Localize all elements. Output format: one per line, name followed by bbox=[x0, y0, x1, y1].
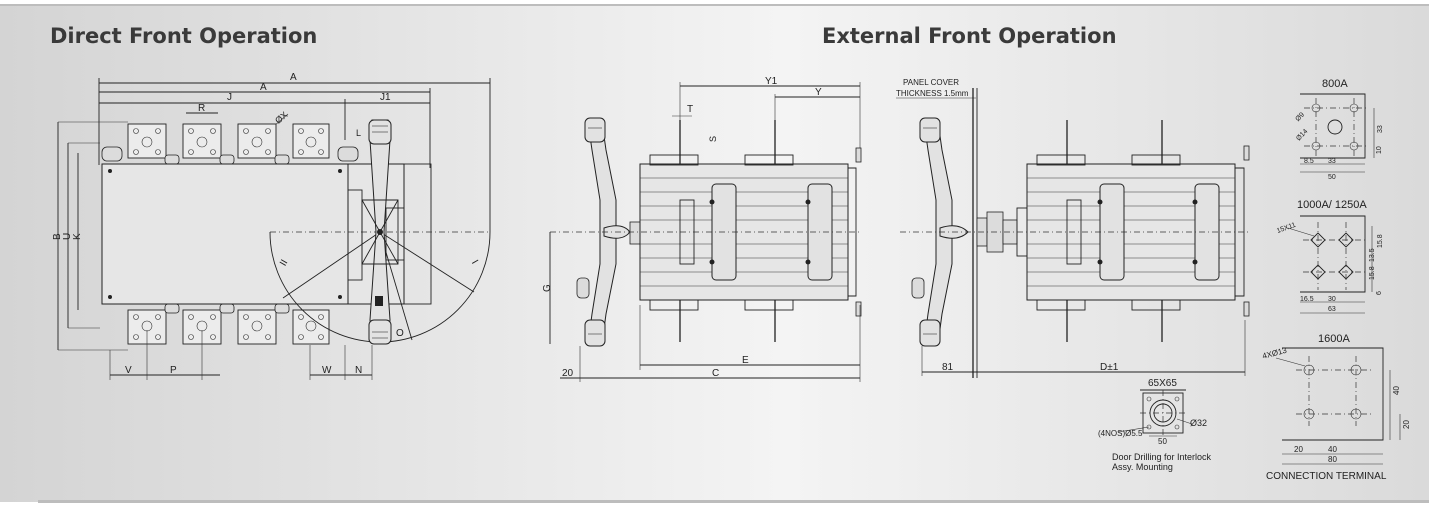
t1000-30: 30 bbox=[1328, 296, 1336, 303]
dim-b: B bbox=[52, 233, 63, 240]
top-terminal-pads bbox=[127, 123, 330, 159]
t800-hole: Ø9 bbox=[1294, 111, 1306, 123]
dim-d: D±1 bbox=[1100, 362, 1119, 373]
side-view-direct: Y1 Y T S bbox=[542, 76, 862, 382]
t1000-title: 1000A/ 1250A bbox=[1297, 199, 1367, 211]
dim-n: N bbox=[355, 365, 362, 376]
t1600-40h: 40 bbox=[1328, 445, 1337, 454]
t1000-135: 13.5 bbox=[1369, 248, 1376, 262]
door-dia: Ø32 bbox=[1190, 418, 1207, 428]
dim-u: U bbox=[62, 233, 73, 240]
heading-external-front: External Front Operation bbox=[822, 24, 1117, 48]
t800-85: 8.5 bbox=[1304, 158, 1314, 165]
t1000-158a: 15.8 bbox=[1377, 234, 1384, 248]
dim-j1: J1 bbox=[380, 92, 391, 103]
dim-o: O bbox=[396, 328, 404, 339]
dim-s: S bbox=[708, 136, 718, 142]
dim-c: C bbox=[712, 368, 719, 379]
panel-cover-label: PANEL COVER bbox=[903, 78, 959, 87]
t1600-80: 80 bbox=[1328, 455, 1337, 464]
bottom-terminal-pads bbox=[127, 309, 330, 345]
dim-a-outer: A bbox=[290, 72, 297, 83]
door-caption-1: Door Drilling for Interlock bbox=[1112, 452, 1212, 462]
door-pitch: 50 bbox=[1158, 437, 1167, 446]
t1600-20v: 20 bbox=[1402, 420, 1411, 429]
dim-p: P bbox=[170, 365, 177, 376]
heading-direct-front: Direct Front Operation bbox=[50, 24, 318, 48]
dim-ii: II bbox=[278, 258, 290, 268]
dim-k: K bbox=[72, 233, 83, 240]
dim-y1: Y1 bbox=[765, 76, 778, 87]
door-holes: (4NOS)Ø5.5 bbox=[1098, 429, 1143, 438]
t1600-20h: 20 bbox=[1294, 445, 1303, 454]
external-front-view: PANEL COVER THICKNESS 1.5mm bbox=[896, 78, 1250, 378]
dim-a-inner: A bbox=[260, 82, 267, 93]
connection-terminal-caption: CONNECTION TERMINAL bbox=[1266, 471, 1387, 482]
dim-t: T bbox=[687, 104, 693, 115]
t800-10: 10 bbox=[1376, 146, 1383, 154]
t1600-40v: 40 bbox=[1392, 386, 1401, 395]
t1000-6: 6 bbox=[1376, 291, 1383, 295]
dim-e: E bbox=[742, 355, 749, 366]
t800-33h: 33 bbox=[1328, 158, 1336, 165]
direct-front-view: A A J J1 R ØX L B U K bbox=[52, 72, 491, 380]
t1000-63: 63 bbox=[1328, 306, 1336, 313]
dim-i: I bbox=[469, 258, 480, 266]
operating-handle bbox=[361, 119, 399, 345]
dim-l: L bbox=[356, 128, 361, 138]
switch-body-top bbox=[101, 163, 349, 305]
door-caption-2: Assy. Mounting bbox=[1112, 462, 1173, 472]
dim-w: W bbox=[322, 365, 332, 376]
dim-20: 20 bbox=[562, 368, 574, 379]
dim-81: 81 bbox=[942, 362, 954, 373]
terminal-1000a: 1000A/ 1250A 15X11 15.8 13.5 15.8 6 16.5… bbox=[1276, 199, 1384, 314]
t800-title: 800A bbox=[1322, 78, 1348, 90]
dim-v: V bbox=[125, 365, 132, 376]
t800-33v: 33 bbox=[1377, 125, 1384, 133]
panel-thickness-label: THICKNESS 1.5mm bbox=[896, 89, 969, 98]
t800-50: 50 bbox=[1328, 174, 1336, 181]
t1000-158b: 15.8 bbox=[1369, 266, 1376, 280]
dim-r: R bbox=[198, 103, 205, 114]
t1000-165: 16.5 bbox=[1300, 296, 1314, 303]
dim-g: G bbox=[542, 284, 553, 292]
t1600-title: 1600A bbox=[1318, 333, 1350, 345]
door-size: 65X65 bbox=[1148, 378, 1177, 389]
dim-j: J bbox=[227, 92, 232, 103]
door-drilling-detail: 65X65 (4NOS)Ø5.5 Ø32 50 Door Drilling fo… bbox=[1098, 378, 1212, 472]
dim-y: Y bbox=[815, 87, 822, 98]
